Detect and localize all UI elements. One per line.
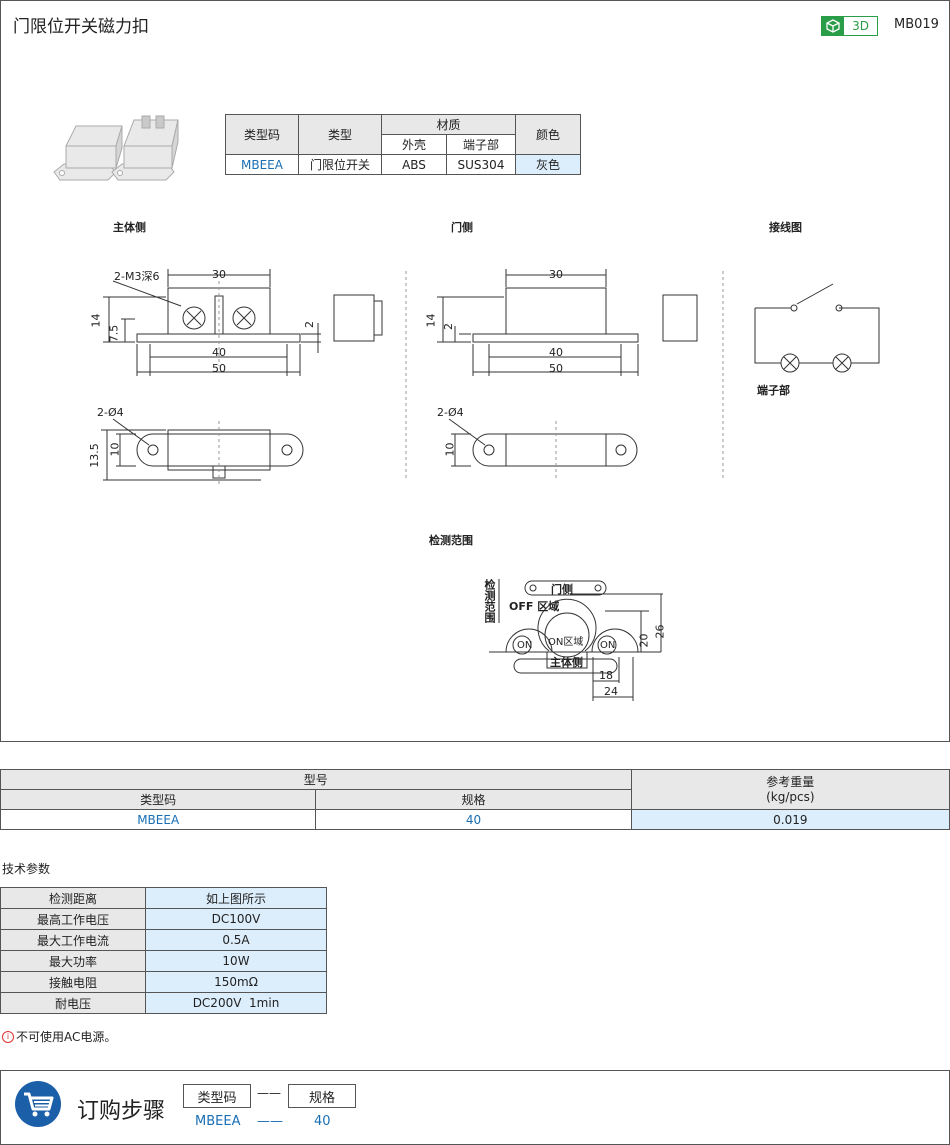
range-vertical-label: 检测范围 (483, 579, 496, 623)
page-title: 门限位开关磁力扣 (13, 17, 149, 37)
product-code: MB019 (894, 17, 939, 32)
th-model-type-code: 类型码 (0, 789, 317, 810)
th-color: 颜色 (515, 114, 581, 155)
dim-18: 18 (599, 669, 613, 682)
dim-26: 26 (653, 624, 667, 639)
cube-icon (822, 17, 844, 35)
tech-value: 10W (145, 950, 327, 972)
table-row: 检测距离如上图所示 (0, 887, 327, 909)
order-value-dash: —— (257, 1114, 283, 1129)
cell-type: 门限位开关 (298, 154, 382, 175)
product-frame: 门限位开关磁力扣 3D MB019 类型码 类型 材质 颜色 (0, 0, 950, 742)
cell-color: 灰色 (515, 154, 581, 175)
note-text: 不可使用AC电源。 (16, 1030, 117, 1044)
order-title: 订购步骤 (77, 1099, 166, 1124)
dim-m3: 2-M3深6 (114, 270, 160, 283)
dim-14-main: 14 (89, 313, 103, 328)
tech-key: 最大功率 (0, 950, 146, 972)
dim-10-door: 10 (443, 442, 457, 457)
cart-icon (15, 1081, 61, 1127)
info-icon: i (2, 1030, 14, 1043)
tech-key: 耐电压 (0, 992, 146, 1014)
order-steps: 订购步骤 类型码 —— 规格 MBEEA —— 40 (0, 1070, 950, 1145)
range-off-label: OFF 区域 (509, 600, 560, 613)
dim-7-5: 7.5 (107, 324, 121, 343)
cell-model-type-code: MBEEA (0, 809, 317, 830)
product-photo (53, 115, 179, 181)
tech-value: 如上图所示 (145, 887, 327, 909)
th-material: 材质 (381, 114, 516, 135)
label-main-side: 主体侧 (113, 221, 146, 234)
3d-label: 3D (852, 19, 869, 33)
dim-40-door: 40 (549, 346, 563, 359)
range-on-left: ON (517, 640, 533, 651)
th-type-code: 类型码 (225, 114, 299, 155)
th-type: 类型 (298, 114, 382, 155)
model-table: 型号 参考重量 (kg/pcs) 类型码 规格 MBEEA 40 0.019 (0, 769, 950, 830)
technical-drawing (101, 269, 880, 701)
spec-table: 类型码 类型 材质 颜色 外壳 端子部 MBEEA 门限位开关 ABS SUS3… (225, 114, 581, 175)
dim-40-main: 40 (212, 346, 226, 359)
dim-10-main: 10 (108, 442, 122, 457)
note: i 不可使用AC电源。 (2, 1028, 116, 1045)
range-on-zone-label: ON区域 (548, 637, 584, 648)
dim-30-door: 30 (549, 268, 563, 281)
tech-key: 检测距离 (0, 887, 146, 909)
dim-d4-main: 2-Ø4 (97, 406, 124, 419)
dim-13-5: 13.5 (87, 443, 101, 468)
wiring-terminal-label: 端子部 (757, 384, 790, 397)
tech-title: 技术参数 (2, 862, 51, 876)
dim-50-main: 50 (212, 362, 226, 375)
cell-model-weight: 0.019 (630, 809, 950, 830)
cell-shell: ABS (381, 154, 447, 175)
order-spec-box: 规格 (288, 1084, 356, 1108)
th-weight-unit: (kg/pcs) (766, 789, 815, 804)
dim-24: 24 (604, 685, 618, 698)
dim-50-door: 50 (549, 362, 563, 375)
tech-key: 最高工作电压 (0, 908, 146, 930)
label-detect-range: 检测范围 (429, 534, 473, 547)
th-weight: 参考重量 (kg/pcs) (630, 769, 950, 810)
tech-key: 接触电阻 (0, 971, 146, 993)
label-door-side: 门侧 (451, 221, 473, 234)
order-type-code-box: 类型码 (183, 1084, 251, 1108)
dim-30-main: 30 (212, 268, 226, 281)
tech-value: 150mΩ (145, 971, 327, 993)
3d-button[interactable]: 3D (821, 16, 878, 36)
tech-value: DC100V (145, 908, 327, 930)
dim-20: 20 (637, 633, 651, 648)
tech-key: 最大工作电流 (0, 929, 146, 951)
range-door-label: 门侧 (551, 583, 573, 596)
cell-terminal: SUS304 (446, 154, 516, 175)
label-wiring: 接线图 (769, 221, 802, 234)
th-weight-label: 参考重量 (766, 774, 815, 789)
tech-value: DC200V 1min (145, 992, 327, 1014)
tech-value: 0.5A (145, 929, 327, 951)
dim-2-main: 2 (303, 321, 316, 328)
order-spec-value: 40 (314, 1114, 331, 1129)
range-main-label: 主体侧 (550, 656, 583, 669)
order-type-code-value: MBEEA (195, 1114, 241, 1129)
dim-2-door: 2 (442, 323, 455, 330)
th-model-spec: 规格 (315, 789, 632, 810)
cell-model-spec: 40 (315, 809, 632, 830)
range-on-right: ON (600, 640, 616, 651)
th-model: 型号 (0, 769, 632, 790)
dim-14-door: 14 (424, 313, 438, 328)
dim-d4-door: 2-Ø4 (437, 406, 464, 419)
order-dash: —— (257, 1086, 281, 1100)
